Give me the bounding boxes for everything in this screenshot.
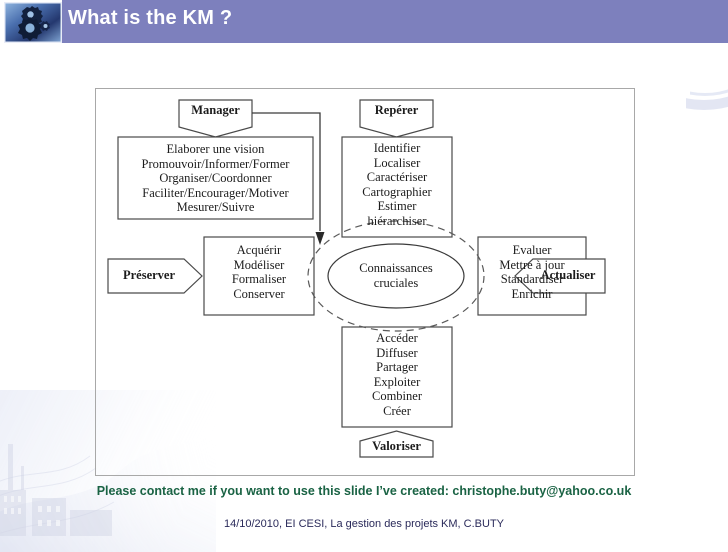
shape-core-ellipse bbox=[327, 243, 465, 309]
box-label-identify: Identifier Localiser Caractériser Cartog… bbox=[362, 141, 432, 228]
slide-footer: 14/10/2010, EI CESI, La gestion des proj… bbox=[223, 518, 505, 530]
shape-tag-actualiser bbox=[514, 258, 606, 294]
box-label-update: Evaluer Mettre à jour Standardiser Enric… bbox=[499, 243, 565, 301]
contact-note: Please contact me if you want to use thi… bbox=[96, 484, 632, 498]
box-label-manage: Elaborer une vision Promouvoir/Informer/… bbox=[141, 142, 290, 214]
tag-label-actualiser: Actualiser bbox=[540, 268, 596, 282]
shape-cycle-ring bbox=[307, 220, 485, 332]
box-label-preserve: Acquérir Modéliser Formaliser Conserver bbox=[231, 243, 287, 301]
shape-box-identify bbox=[341, 136, 453, 238]
tag-label-valoriser: Valoriser bbox=[372, 439, 421, 453]
shape-tag-reperer bbox=[359, 99, 434, 138]
slide-title-bar: What is the KM ? bbox=[0, 0, 728, 43]
shape-tag-preserver bbox=[107, 258, 203, 294]
tag-label-manager: Manager bbox=[191, 103, 240, 117]
gears-icon bbox=[4, 2, 62, 43]
shape-box-valorize bbox=[341, 326, 453, 428]
shape-box-manage bbox=[117, 136, 314, 220]
km-diagram: Manager Repérer Préserver Actualiser Val… bbox=[95, 88, 635, 476]
core-label: Connaissances cruciales bbox=[359, 261, 433, 290]
shape-tag-valoriser bbox=[359, 430, 434, 458]
shape-tag-manager bbox=[178, 99, 253, 138]
title-band bbox=[62, 0, 728, 43]
km-diagram-shapes bbox=[107, 99, 606, 458]
box-label-valorize: Accéder Diffuser Partager Exploiter Comb… bbox=[372, 331, 422, 418]
arrowhead-manager-to-core bbox=[315, 232, 325, 245]
connector-manager-to-core bbox=[252, 112, 321, 231]
shape-box-preserve bbox=[203, 236, 315, 316]
page-title: What is the KM ? bbox=[68, 7, 233, 29]
tag-label-preserver: Préserver bbox=[122, 268, 176, 282]
tag-label-reperer: Repérer bbox=[374, 103, 419, 117]
